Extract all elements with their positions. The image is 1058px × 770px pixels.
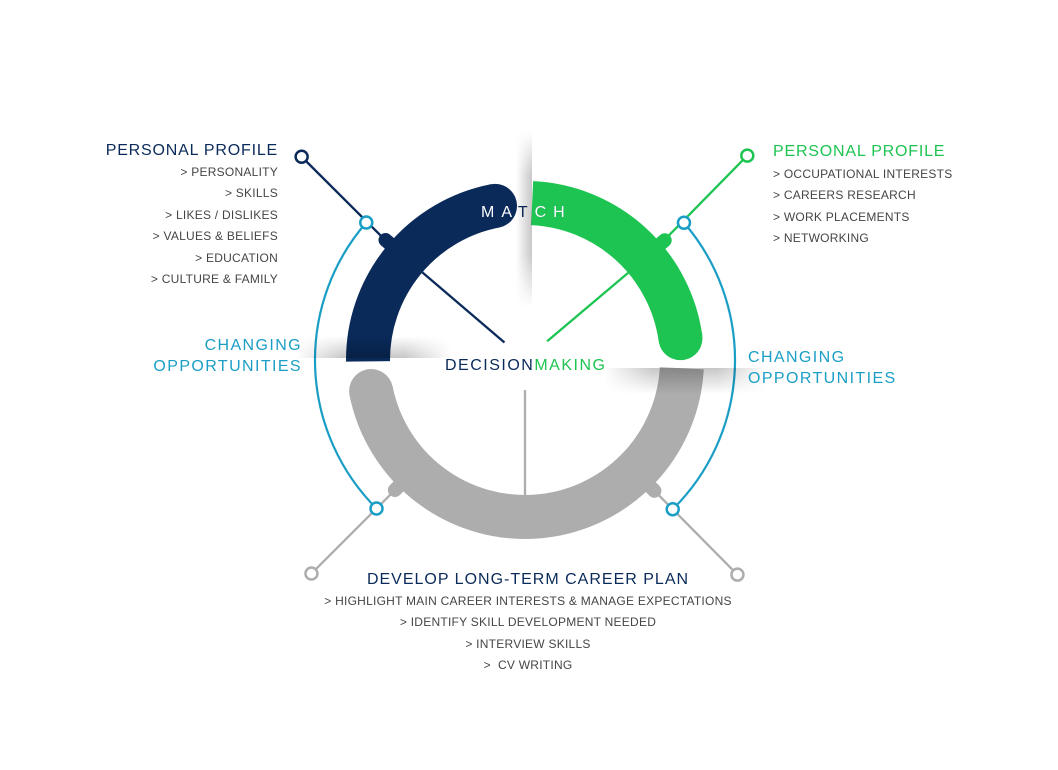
gray-outer-connector-left (310, 485, 400, 575)
navy-outer-connector (300, 155, 390, 245)
match-label-overlay: MATCH (481, 204, 572, 221)
changing-left-line2: OPPORTUNITIES (153, 358, 302, 375)
green-inner-connector (546, 271, 629, 343)
changing-opportunities-arc-left (313, 221, 378, 510)
connector-lines-layer (300, 154, 749, 576)
gray-arc-segment-round-cap (349, 369, 394, 414)
match-label: MATCH (481, 204, 572, 221)
green-arc-segment-round-cap (658, 316, 703, 361)
career-plan-title: DEVELOP LONG-TERM CAREER PLAN (366, 571, 690, 588)
decision-word: DECISION (445, 357, 535, 374)
green-end-node-icon (740, 148, 755, 163)
career-plan-list: > HIGHLIGHT MAIN CAREER INTERESTS & MANA… (0, 591, 1056, 677)
changing-right-line2: OPPORTUNITIES (748, 370, 897, 387)
gray-arc-segment (349, 366, 704, 539)
green-outer-connector (660, 154, 749, 245)
navy-end-node-icon (294, 149, 309, 165)
gray-outer-connector-right (650, 486, 739, 576)
gray-end-node-left-icon (304, 566, 319, 581)
navy-arc-segment (346, 184, 500, 362)
personal-profile-left-title: PERSONAL PROFILE (105, 142, 278, 159)
list-item: > HIGHLIGHT MAIN CAREER INTERESTS & MANA… (324, 594, 732, 608)
navy-inner-connector (421, 271, 506, 344)
changing-opportunities-right: CHANGING OPPORTUNITIES (748, 347, 897, 389)
list-item: > INTERVIEW SKILLS (465, 636, 591, 651)
decision-making-label: DECISIONMAKING (445, 355, 606, 377)
personal-profile-right-title: PERSONAL PROFILE (773, 143, 946, 160)
list-item: > SKILLS (224, 186, 278, 201)
personal-profile-right-list: > OCCUPATIONAL INTERESTS > CAREERS RESEA… (773, 164, 952, 250)
list-item: > VALUES & BELIEFS (152, 229, 278, 244)
list-item: > CULTURE & FAMILY (150, 272, 278, 287)
teal-node-top-right-icon (676, 215, 692, 231)
list-item: > CV WRITING (483, 658, 573, 673)
green-arc-segment (530, 181, 703, 342)
teal-node-top-left-icon (359, 215, 374, 230)
personal-profile-right: PERSONAL PROFILE > OCCUPATIONAL INTEREST… (773, 141, 952, 250)
changing-left-line1: CHANGING (204, 337, 302, 354)
teal-node-bottom-right-icon (665, 502, 680, 517)
list-item: > PERSONALITY (180, 165, 278, 179)
arcs-layer (346, 181, 704, 539)
teal-node-bottom-left-icon (369, 501, 384, 516)
personal-profile-left-list: > PERSONALITY > SKILLS > LIKES / DISLIKE… (106, 162, 278, 290)
list-item: > EDUCATION (195, 250, 278, 265)
gray-end-node-right-icon (730, 567, 745, 582)
making-word: MAKING (534, 357, 607, 374)
nodes-layer (294, 148, 755, 582)
changing-right-line1: CHANGING (748, 349, 846, 366)
list-item: > WORK PLACEMENTS (773, 209, 910, 224)
changing-opportunities-arc-right (671, 222, 737, 511)
changing-opportunities-left: CHANGING OPPORTUNITIES (153, 335, 302, 377)
career-plan: DEVELOP LONG-TERM CAREER PLAN > HIGHLIGH… (0, 569, 1056, 677)
list-item: > LIKES / DISLIKES (165, 207, 278, 222)
list-item: > OCCUPATIONAL INTERESTS (773, 167, 953, 181)
list-item: > IDENTIFY SKILL DEVELOPMENT NEEDED (399, 615, 657, 630)
navy-arc-segment-round-cap (473, 183, 518, 228)
list-item: > NETWORKING (773, 231, 870, 246)
list-item: > CAREERS RESEARCH (773, 188, 916, 203)
personal-profile-left: PERSONAL PROFILE > PERSONALITY > SKILLS … (106, 140, 278, 290)
